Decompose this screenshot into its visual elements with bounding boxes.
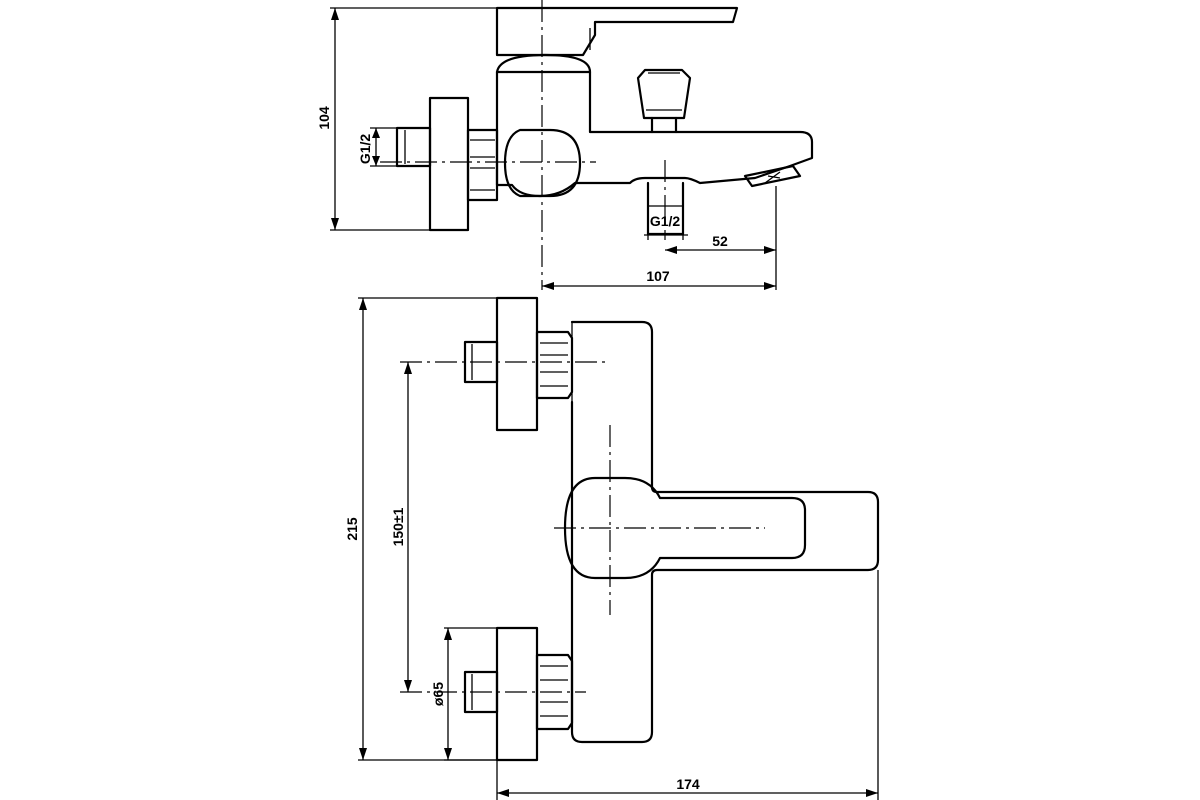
side-cartridge-dome [495, 53, 592, 74]
front-height-label: 215 [344, 517, 360, 541]
front-bottom-hex-nut [535, 653, 574, 731]
side-outlet-thread-label: G1/2 [650, 213, 681, 229]
side-spout-reach-label: 107 [646, 268, 670, 284]
front-inlet-spacing-label: 150±1 [390, 507, 406, 546]
front-view: 215 150±1 ø65 174 [344, 296, 880, 800]
side-inlet-thread-label: G1/2 [357, 134, 373, 165]
front-top-hex-nut [535, 330, 574, 400]
side-body [495, 70, 814, 198]
side-view: 104 G1/2 G1/2 52 107 [316, 0, 814, 290]
side-diverter-knob [636, 68, 692, 120]
side-round-boss [503, 128, 582, 198]
side-inlet-thread [395, 126, 432, 168]
side-spout-aerator [743, 164, 802, 188]
side-height-label: 104 [316, 106, 332, 130]
front-body [570, 320, 880, 744]
front-top-flange [495, 296, 539, 432]
front-width-label: 174 [676, 776, 700, 792]
side-lever-handle [495, 6, 739, 57]
front-flange-diameter-label: ø65 [430, 682, 446, 706]
front-bottom-flange [495, 626, 539, 762]
side-spout-offset-label: 52 [712, 233, 728, 249]
side-wall-flange [428, 96, 470, 232]
